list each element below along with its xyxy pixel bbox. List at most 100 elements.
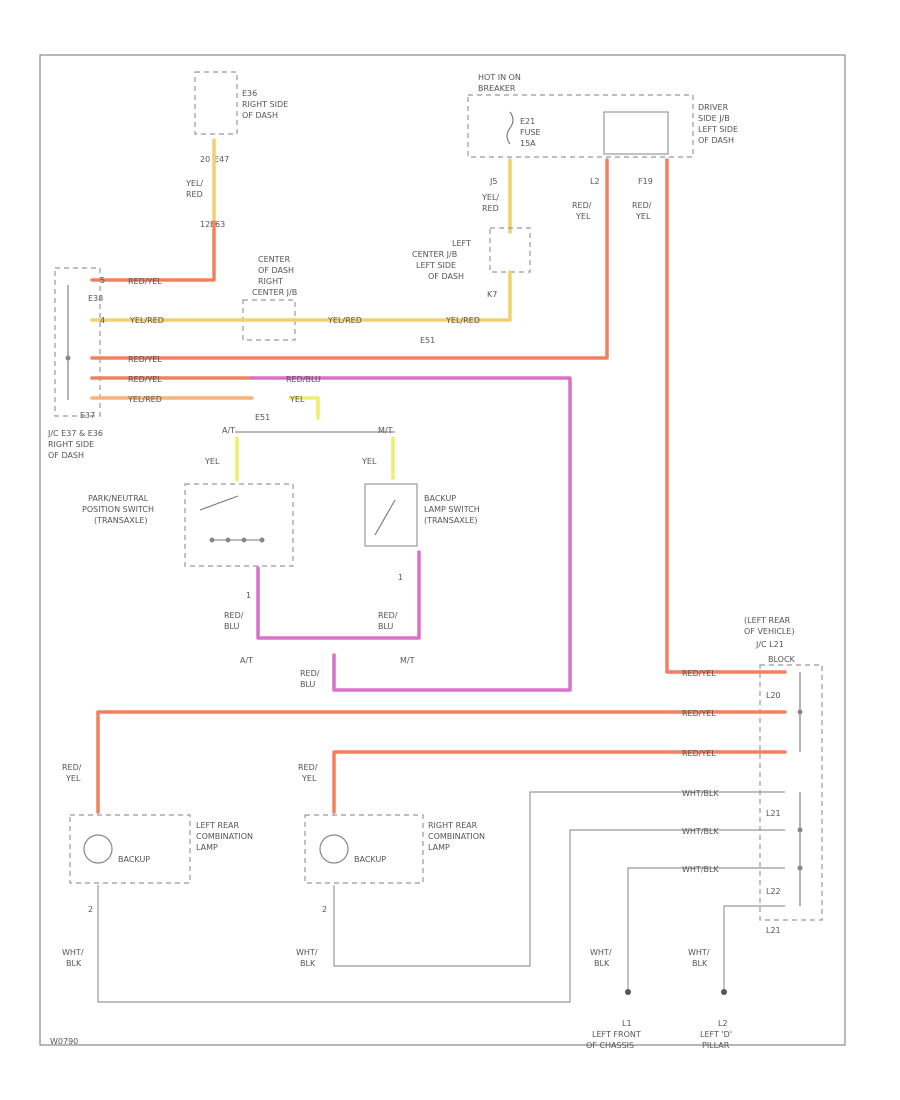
pin-k7: K7 — [487, 290, 497, 299]
pin-l21: L21 — [766, 809, 781, 818]
hot-in-on-breaker-box — [467, 94, 694, 158]
pin-12: 12 — [200, 220, 210, 229]
pin-l20: L20 — [766, 691, 781, 700]
label-at-top: A/T — [222, 426, 235, 435]
wire-label-red-blu-mainb: BLU — [300, 680, 316, 689]
wire-label-yel-red-row-a: YEL/RED — [129, 316, 164, 325]
svg-text:RIGHT SIDE: RIGHT SIDE — [48, 440, 94, 449]
wire-label-red-yel-r1: RED/YEL — [682, 749, 716, 758]
wire-label-yel-red-row-c: YEL/RED — [445, 316, 480, 325]
park-neutral-contact — [199, 495, 262, 541]
svg-text:CENTER J/B: CENTER J/B — [412, 250, 457, 259]
wire-red-yel-f19 — [665, 158, 787, 674]
svg-text:LEFT SIDE: LEFT SIDE — [698, 125, 738, 134]
e36-connector-box — [194, 71, 238, 135]
ground-l1-point — [625, 989, 631, 995]
wire-label-red-yel-row2: RED/YEL — [128, 375, 162, 384]
right-backup-label: BACKUP — [354, 855, 386, 864]
wire-yel-row3 — [288, 396, 320, 420]
pin-e51: E51 — [420, 336, 435, 345]
left-backup-label: BACKUP — [118, 855, 150, 864]
svg-text:CENTER J/B: CENTER J/B — [252, 288, 297, 297]
svg-text:OF DASH: OF DASH — [242, 111, 278, 120]
svg-text:COMBINATION: COMBINATION — [428, 832, 485, 841]
wire-label-yel-red-1b: RED — [186, 190, 203, 199]
svg-text:OF DASH: OF DASH — [698, 136, 734, 145]
svg-text:FUSE: FUSE — [520, 128, 541, 137]
e36-label: E36 RIGHT SIDE OF DASH — [242, 89, 288, 120]
pin-e51-b: E51 — [255, 413, 270, 422]
svg-text:BLOCK: BLOCK — [768, 655, 796, 664]
wire-label-wht-blk-3: WHT/BLK — [682, 865, 719, 874]
wire-wht-blk-1 — [333, 791, 785, 967]
wire-label-yel-bu: YEL — [361, 457, 377, 466]
wire-label-yel-red-row-b: YEL/RED — [327, 316, 362, 325]
svg-text:CENTER: CENTER — [258, 255, 291, 264]
wire-wht-blk-2 — [97, 829, 785, 1003]
wire-label-wht-blk-s1b: BLK — [66, 959, 82, 968]
svg-text:HOT IN ON: HOT IN ON — [478, 73, 521, 82]
ground-l2-label: L2 LEFT 'D' PILLAR — [700, 1019, 732, 1050]
wire-label-red-blu-pn: RED/ — [224, 611, 244, 620]
pin-5-a: 5 — [100, 276, 105, 285]
wire-wht-blk-3 — [627, 867, 785, 990]
wire-label-red-blu-row: RED/BLU — [286, 375, 321, 384]
svg-text:POSITION SWITCH: POSITION SWITCH — [82, 505, 154, 514]
wire-yel-red-k7 — [90, 270, 512, 322]
svg-text:L2: L2 — [718, 1019, 728, 1028]
pin-e63: E63 — [210, 220, 225, 229]
wire-label-yel-pn: YEL — [204, 457, 220, 466]
pin-2-left: 2 — [88, 905, 93, 914]
left-rear-lamp-box — [69, 814, 191, 884]
label-mt: M/T — [400, 656, 415, 665]
footer-code: W0790 — [50, 1037, 78, 1046]
right-rear-lamp-box — [304, 814, 424, 884]
wire-label-wht-blk-s2: WHT/ — [296, 948, 318, 957]
wire-label-red-blu-main: RED/ — [300, 669, 320, 678]
wire-label-red-yel-a: RED/YEL — [128, 277, 162, 286]
wire-label-red-yel-r1v: RED/ — [298, 763, 318, 772]
left-rear-vehicle-label: (LEFT REAR OF VEHICLE) J/C L21 BLOCK — [744, 616, 796, 664]
backup-switch-contact — [374, 499, 396, 536]
svg-text:LEFT: LEFT — [452, 239, 471, 248]
pin-20: 20 — [200, 155, 210, 164]
svg-text:E36: E36 — [242, 89, 257, 98]
fuse-symbol — [506, 111, 514, 145]
pin-4: 4 — [100, 316, 105, 325]
left-center-jb-label: LEFT CENTER J/B LEFT SIDE OF DASH — [412, 239, 471, 281]
pin-1-pn: 1 — [246, 591, 251, 600]
pin-2-right: 2 — [322, 905, 327, 914]
right-rear-combo-label: RIGHT REAR COMBINATION LAMP — [428, 821, 485, 852]
diagram-frame — [39, 54, 846, 1046]
wire-label-red-yel-f19: RED/ — [632, 201, 652, 210]
svg-text:(TRANSAXLE): (TRANSAXLE) — [94, 516, 148, 525]
jc-e37-e36-box — [54, 267, 101, 417]
wire-label-wht-blk-s4b: BLK — [692, 959, 708, 968]
right-backup-bulb — [319, 834, 349, 864]
wire-red-yel-l2 — [90, 158, 609, 360]
wire-label-red-yel-l2b: YEL — [575, 212, 591, 221]
svg-text:OF CHASSIS: OF CHASSIS — [586, 1041, 634, 1050]
svg-text:SIDE J/B: SIDE J/B — [698, 114, 730, 123]
svg-text:COMBINATION: COMBINATION — [196, 832, 253, 841]
svg-text:PILLAR: PILLAR — [702, 1041, 730, 1050]
svg-text:LEFT REAR: LEFT REAR — [196, 821, 239, 830]
pin-f19: F19 — [638, 177, 653, 186]
pin-e38: E38 — [88, 294, 103, 303]
pin-l22: L22 — [766, 887, 781, 896]
wire-label-red-yel-l2: RED/ — [572, 201, 592, 210]
svg-text:OF VEHICLE): OF VEHICLE) — [744, 627, 795, 636]
svg-text:OF DASH: OF DASH — [48, 451, 84, 460]
wire-label-wht-blk-s3: WHT/ — [590, 948, 612, 957]
backup-lamp-switch-box — [364, 483, 418, 547]
wire-label-red-blu-bu: RED/ — [378, 611, 398, 620]
wire-label-red-yel-r1vb: YEL — [301, 774, 317, 783]
wire-label-red-yel-f19b: YEL — [635, 212, 651, 221]
pin-e37: E37 — [80, 411, 95, 420]
svg-text:LAMP: LAMP — [196, 843, 218, 852]
wire-label-yel-red-1: YEL/ — [185, 179, 203, 188]
wire-red-blu-row — [250, 376, 572, 692]
svg-text:(TRANSAXLE): (TRANSAXLE) — [424, 516, 478, 525]
svg-text:LEFT 'D': LEFT 'D' — [700, 1030, 732, 1039]
wire-label-red-yel-l1vb: YEL — [65, 774, 81, 783]
